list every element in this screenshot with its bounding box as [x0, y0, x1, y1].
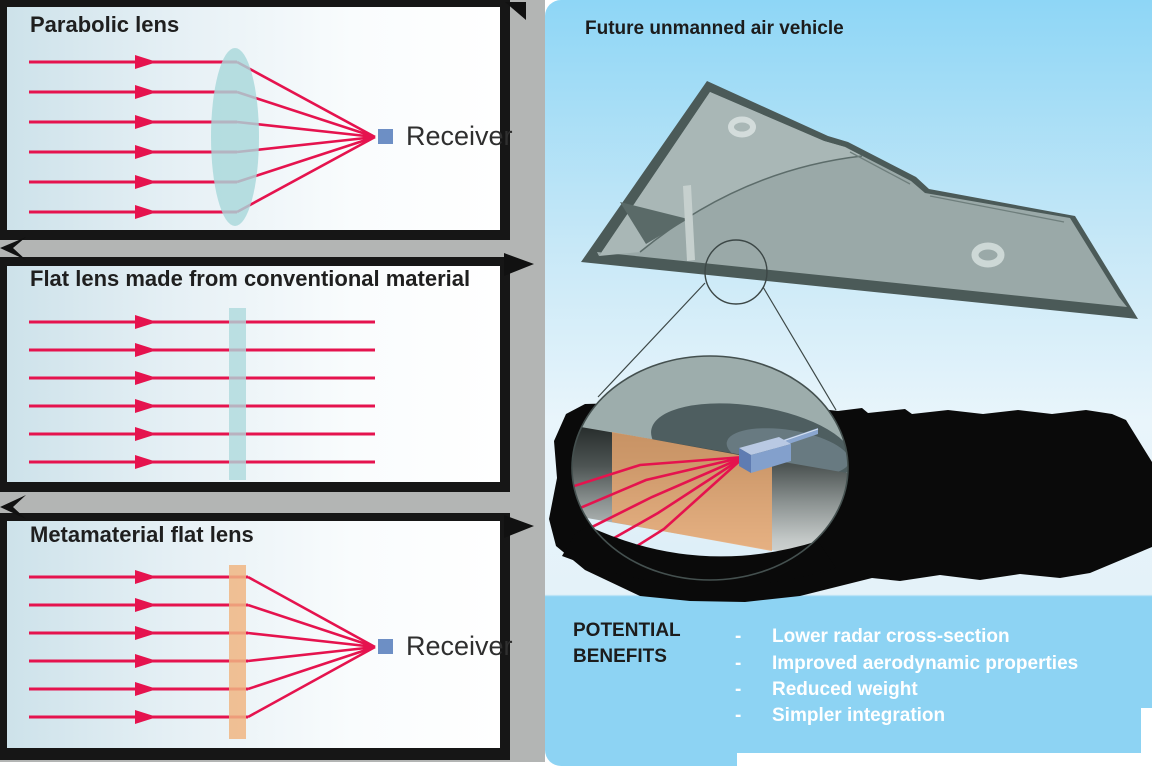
benefit-label: Reduced weight — [772, 679, 918, 700]
bullet-dash: - — [735, 679, 742, 700]
ray-arrowheads — [135, 315, 157, 469]
panel-title-parabolic: Parabolic lens — [30, 12, 180, 37]
panel-metamaterial-flat-lens — [0, 513, 510, 760]
bullet-dash: - — [735, 626, 742, 647]
receiver-marker — [378, 639, 393, 654]
ray-arrowheads — [135, 570, 157, 724]
benefits-heading-line2: BENEFITS — [573, 646, 667, 667]
metamaterial-lens-drawing — [29, 565, 393, 739]
parabolic-lens-drawing — [29, 48, 393, 226]
panel-parabolic-lens — [0, 0, 510, 240]
receiver-label: Receiver — [406, 120, 513, 151]
benefit-item: - Lower radar cross-section — [735, 626, 1135, 650]
panel-parabolic-lens-area — [7, 7, 500, 230]
receiver-label: Receiver — [406, 630, 513, 661]
benefit-item: - Improved aerodynamic properties — [735, 653, 1135, 677]
bullet-dash: - — [735, 705, 742, 726]
biconvex-lens-shape — [211, 48, 259, 226]
benefit-item: - Simpler integration — [735, 705, 1135, 729]
benefit-label: Simpler integration — [772, 705, 946, 726]
bullet-dash: - — [735, 653, 742, 674]
ray-arrowheads — [135, 55, 157, 219]
benefit-item: - Reduced weight — [735, 679, 1135, 703]
receiver-marker — [378, 129, 393, 144]
flat-lens-drawing — [29, 308, 375, 480]
vehicle-title: Future unmanned air vehicle — [585, 18, 844, 39]
panel-title-metamaterial: Metamaterial flat lens — [30, 522, 254, 547]
conventional-flat-lens-shape — [229, 308, 246, 480]
background-notch — [737, 753, 1152, 766]
benefit-label: Improved aerodynamic properties — [772, 653, 1079, 674]
panel-metamaterial-area — [7, 521, 500, 748]
panel-flat-conventional-area — [7, 266, 500, 482]
benefits-heading-line1: POTENTIAL — [573, 620, 681, 641]
metamaterial-flat-lens-shape — [229, 565, 246, 739]
benefit-label: Lower radar cross-section — [772, 626, 1010, 647]
panel-title-flat-conventional: Flat lens made from conventional materia… — [30, 266, 471, 291]
panel-flat-conventional-lens — [0, 257, 510, 492]
background-notch — [1141, 708, 1152, 766]
